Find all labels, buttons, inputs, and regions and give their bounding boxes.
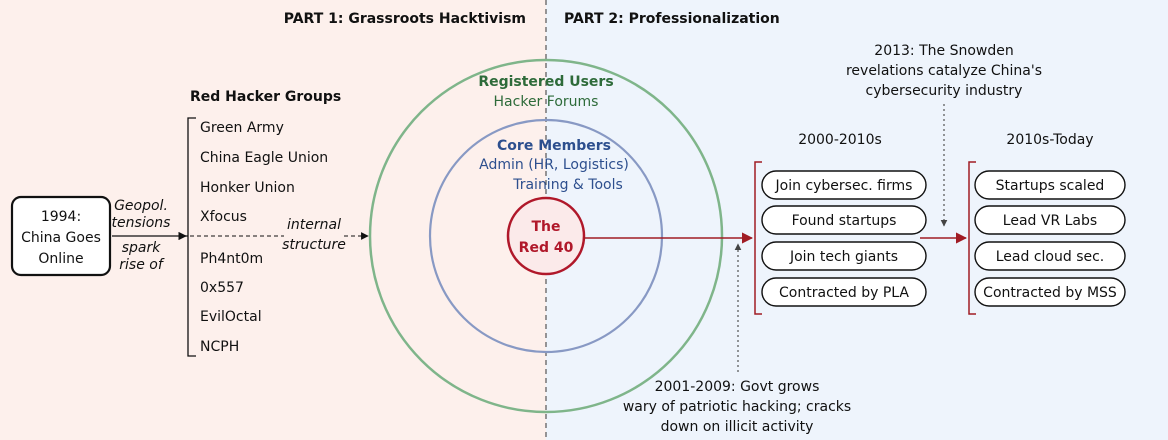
spark-label: Geopol. tensions spark rise of [112, 198, 171, 273]
red-40-line-2: Red 40 [519, 240, 574, 256]
groups-title: Red Hacker Groups [190, 89, 341, 105]
era1-item: Found startups [792, 213, 897, 229]
era1-item: Join cybersec. firms [775, 178, 913, 194]
origin-line-3: Online [38, 251, 83, 267]
era2-item: Lead VR Labs [1003, 213, 1097, 229]
era2-pill: Lead VR Labs [974, 205, 1126, 235]
era2-pill: Contracted by MSS [974, 277, 1126, 307]
era1-pill: Join tech giants [761, 241, 927, 271]
snowden-line-1: 2013: The Snowden [874, 43, 1013, 59]
red-40-line-1: The [531, 219, 560, 235]
era2-item: Contracted by MSS [983, 285, 1117, 301]
spark-line-2: tensions [112, 215, 171, 231]
group-item: Green Army [200, 120, 284, 136]
era2-item: Lead cloud sec. [996, 249, 1105, 265]
group-item: EvilOctal [200, 309, 262, 325]
origin-box: 1994: China Goes Online [10, 195, 112, 277]
era1-pill: Contracted by PLA [761, 277, 927, 307]
internal-label-bg [284, 212, 344, 252]
era1-bracket [754, 161, 762, 315]
groups-bracket [182, 117, 196, 357]
group-item: China Eagle Union [200, 150, 328, 166]
part1-heading: PART 1: Grassroots Hacktivism [284, 11, 526, 27]
core-members-title: Core Members [497, 138, 611, 154]
era2-bracket [968, 161, 976, 315]
registered-users-subtitle: Hacker Forums [494, 94, 599, 110]
internal-line-2: structure [282, 237, 346, 253]
group-item: Honker Union [200, 180, 295, 196]
group-item: NCPH [200, 339, 239, 355]
registered-users-ring [368, 58, 724, 414]
red-40-core [506, 196, 586, 276]
spark-line-3: spark [122, 240, 162, 256]
core-members-sub-1: Admin (HR, Logistics) [479, 157, 629, 173]
internal-line-1: internal [287, 217, 341, 233]
snowden-line-2: revelations catalyze China's [846, 63, 1042, 79]
core-members-sub-2: Training & Tools [512, 177, 623, 193]
spark-line-1: Geopol. [114, 198, 168, 214]
core-members-ring [428, 118, 664, 354]
registered-users-title: Registered Users [478, 74, 613, 90]
era1-title: 2000-2010s [798, 132, 882, 148]
era2-item: Startups scaled [996, 178, 1105, 194]
snowden-line-3: cybersecurity industry [866, 83, 1023, 99]
origin-line-2: China Goes [21, 230, 101, 246]
origin-line-1: 1994: [41, 209, 81, 225]
part2-heading: PART 2: Professionalization [564, 11, 780, 27]
group-item: Xfocus [200, 209, 247, 225]
govt-line-1: 2001-2009: Govt grows [655, 379, 820, 395]
era1-pill: Found startups [761, 205, 927, 235]
era1-item: Contracted by PLA [779, 285, 909, 301]
era2-pill: Lead cloud sec. [974, 241, 1126, 271]
govt-line-2: wary of patriotic hacking; cracks [623, 399, 851, 415]
era1-item: Join tech giants [789, 249, 898, 265]
govt-line-3: down on illicit activity [661, 419, 814, 435]
spark-line-4: rise of [119, 257, 165, 273]
group-item: 0x557 [200, 280, 244, 296]
era2-title: 2010s-Today [1006, 132, 1093, 148]
era1-pill: Join cybersec. firms [761, 170, 927, 200]
group-item: Ph4nt0m [200, 251, 263, 267]
era2-pill: Startups scaled [974, 170, 1126, 200]
